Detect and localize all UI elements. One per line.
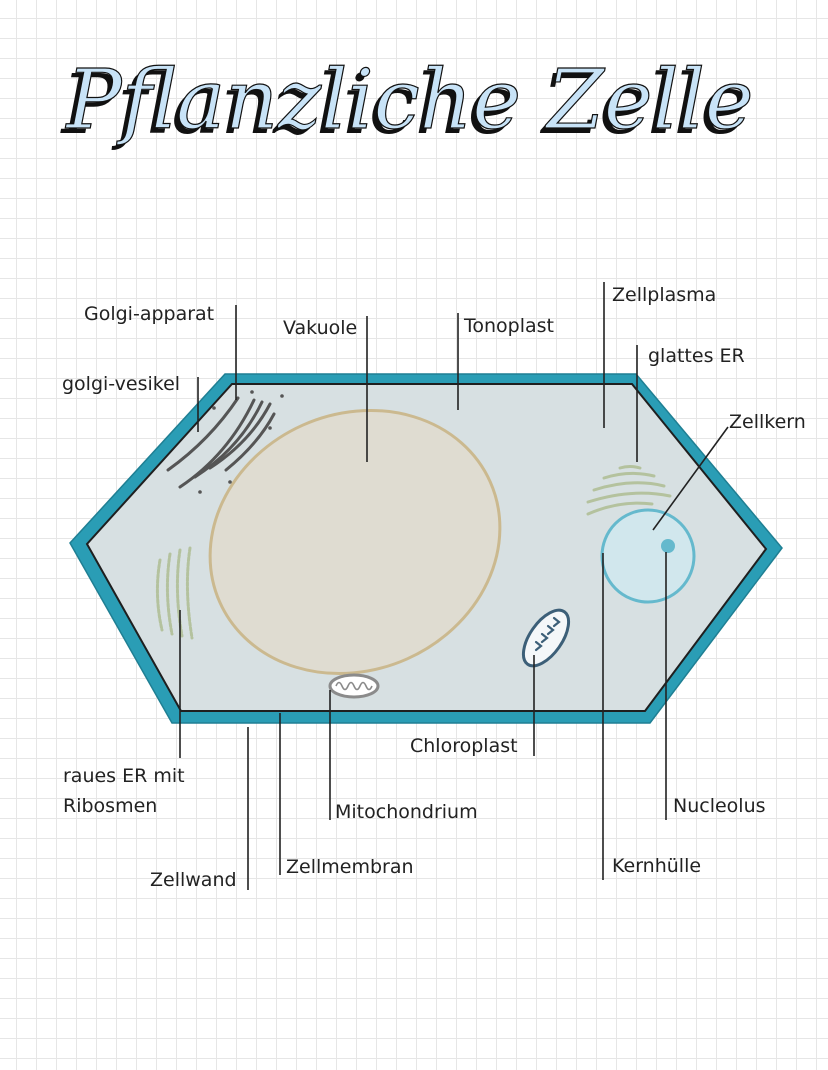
golgi-apparatus — [166, 396, 276, 489]
leader-zellkern — [652, 426, 729, 531]
title: Pflanzliche Zelle Pflanzliche Zelle — [59, 52, 754, 153]
mitochondrium — [328, 673, 380, 699]
label-kernhuelle: Kernhülle — [612, 855, 701, 877]
label-raues-er-line2: Ribosmen — [63, 795, 157, 817]
label-vakuole: Vakuole — [283, 317, 357, 339]
vacuole — [208, 408, 502, 676]
label-glattes-er: glattes ER — [648, 345, 745, 367]
page-title: Pflanzliche Zelle — [64, 53, 753, 148]
labels: Golgi-apparat golgi-vesikel Vakuole Tono… — [62, 284, 806, 891]
title-shadow: Pflanzliche Zelle — [59, 58, 748, 153]
label-zellplasma: Zellplasma — [612, 284, 716, 306]
label-zellmembran: Zellmembran — [286, 856, 414, 878]
nucleus — [600, 508, 696, 604]
leader-lines — [179, 282, 729, 890]
label-golgi-vesikel: golgi-vesikel — [62, 373, 180, 395]
label-nucleolus: Nucleolus — [673, 795, 766, 817]
nucleolus — [661, 539, 675, 553]
label-golgi-apparat: Golgi-apparat — [84, 303, 214, 325]
label-chloroplast: Chloroplast — [410, 735, 518, 757]
label-mitochondrium: Mitochondrium — [335, 801, 478, 823]
smooth-er — [586, 465, 672, 516]
label-raues-er-line1: raues ER mit — [63, 765, 185, 787]
chloroplast — [521, 608, 571, 668]
golgi-vesicles — [198, 390, 284, 494]
label-zellkern: Zellkern — [729, 411, 806, 433]
label-tonoplast: Tonoplast — [463, 315, 554, 337]
rough-er — [155, 546, 194, 640]
label-zellwand: Zellwand — [150, 869, 237, 891]
